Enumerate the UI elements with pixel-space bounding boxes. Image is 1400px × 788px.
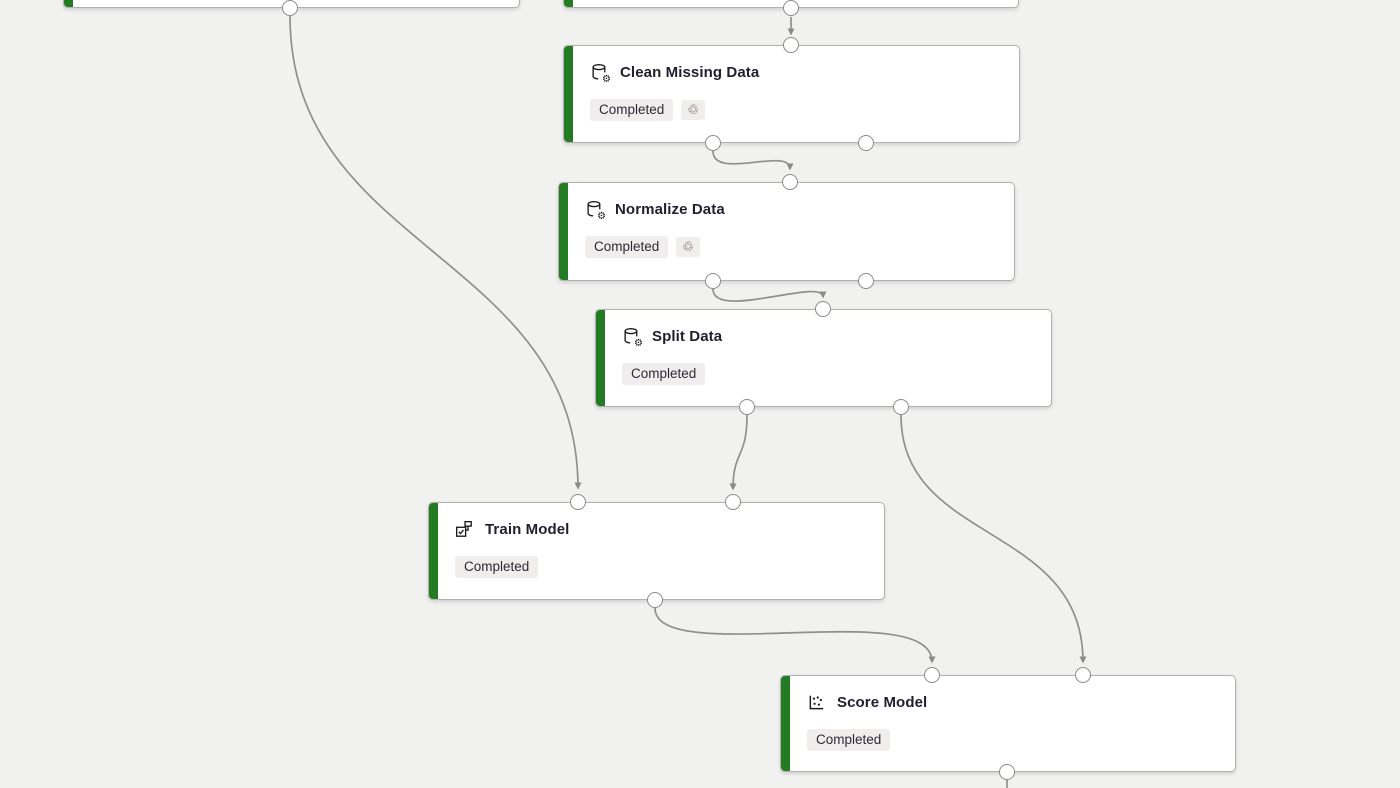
node-title: Score Model: [837, 693, 928, 711]
status-accent-bar: [559, 183, 568, 280]
status-badge: Completed: [455, 556, 539, 578]
input-port-score-model[interactable]: [924, 667, 940, 683]
node-title: Clean Missing Data: [620, 63, 760, 81]
status-accent-bar: [596, 310, 605, 406]
status-accent-bar: [429, 503, 438, 599]
data-transform-icon: ⚙: [585, 200, 606, 222]
input-port-train-model[interactable]: [570, 494, 586, 510]
output-port-train-model[interactable]: [647, 592, 663, 608]
output-port-partial-node-top-left[interactable]: [282, 0, 298, 16]
status-accent-bar: [564, 0, 573, 7]
input-port-normalize-data[interactable]: [782, 174, 798, 190]
input-port-score-model[interactable]: [1075, 667, 1091, 683]
node-title: Split Data: [652, 327, 723, 345]
edge-connector-train-model-to-score-model[interactable]: [654, 607, 936, 664]
data-transform-icon: ⚙: [590, 63, 611, 85]
edge-connector-clean-missing-data-to-normalize-data[interactable]: [712, 150, 794, 171]
input-port-clean-missing-data[interactable]: [783, 37, 799, 53]
edge-connector-normalize-data-to-split-data[interactable]: [712, 288, 827, 302]
output-port-score-model[interactable]: [999, 764, 1015, 780]
input-port-split-data[interactable]: [815, 301, 831, 317]
status-badge: Completed: [622, 363, 706, 385]
train-model-icon: [455, 520, 474, 539]
output-port-normalize-data[interactable]: [705, 273, 721, 289]
output-port-partial-node-top-center[interactable]: [783, 0, 799, 16]
input-port-train-model[interactable]: [725, 494, 741, 510]
status-badge: Completed: [585, 236, 669, 258]
recycle-icon: ♲: [676, 237, 700, 257]
edge-connector-split-data-to-train-model[interactable]: [729, 414, 748, 491]
score-model-icon: [807, 693, 826, 712]
edge-connector-partial-node-top-left-to-train-model[interactable]: [289, 15, 582, 490]
output-port-clean-missing-data[interactable]: [705, 135, 721, 151]
edge-connector-split-data-to-score-model[interactable]: [900, 414, 1087, 664]
status-accent-bar: [781, 676, 790, 771]
status-badge: Completed: [590, 99, 674, 121]
status-accent-bar: [564, 46, 573, 142]
gear-icon: ⚙: [634, 337, 643, 349]
output-port-split-data[interactable]: [739, 399, 755, 415]
node-title: Train Model: [485, 520, 570, 538]
node-title: Normalize Data: [615, 200, 725, 218]
gear-icon: ⚙: [597, 210, 606, 222]
output-port-normalize-data[interactable]: [858, 273, 874, 289]
status-badge: Completed: [807, 729, 891, 751]
output-port-clean-missing-data[interactable]: [858, 135, 874, 151]
gear-icon: ⚙: [602, 73, 611, 85]
recycle-icon: ♲: [681, 100, 705, 120]
output-port-split-data[interactable]: [893, 399, 909, 415]
status-accent-bar: [64, 0, 73, 7]
data-transform-icon: ⚙: [622, 327, 643, 349]
